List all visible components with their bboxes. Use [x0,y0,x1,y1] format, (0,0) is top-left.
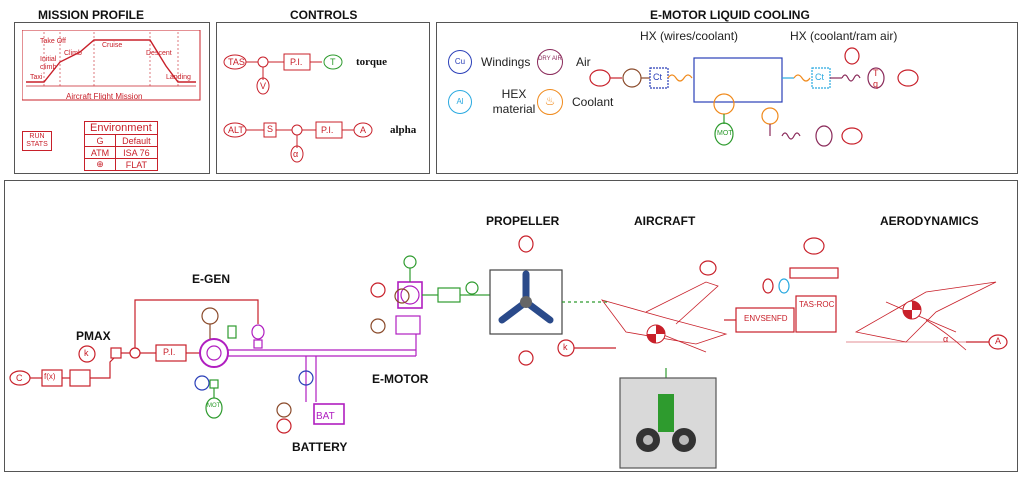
run-stats-label: RUN STATS [26,133,48,148]
ctrl-gain-s: S [267,124,274,134]
battery-title: BATTERY [292,440,348,454]
env-g: G [84,134,116,147]
main-k-2: k [563,342,568,352]
controls-title: CONTROLS [290,8,358,22]
phase-cruise: Cruise [102,42,123,49]
phase-takeoff: Take Off [40,38,66,45]
ctrl-t-out: T [330,57,336,67]
coolant-label: Coolant [572,95,614,109]
cooling-diagram [589,47,919,147]
cooling-ct-1: Ct [653,72,662,82]
coolant-icon: ♨ [537,89,563,115]
controls-panel [216,22,430,174]
ctrl-pi-2: P.I. [321,125,334,135]
env-default: Default [115,134,158,147]
hex-material-label: HEX material [492,87,536,116]
env-isa76: ISA 76 [115,146,158,159]
env-atm: ATM [84,146,116,159]
main-bat: BAT [316,411,335,422]
ctrl-alt: ALT [228,125,244,135]
envsenfd-label: ENVSENFD [744,314,788,323]
egen-title: E-GEN [192,272,231,286]
environment-header: Environment [84,121,158,135]
tasroc-label: TAS-ROC [799,300,835,309]
mission-profile-title: MISSION PROFILE [38,8,145,22]
run-stats-button[interactable]: RUN STATS [22,131,52,151]
mission-profile-chart [22,30,201,101]
ctrl-tas: TAS [228,57,245,67]
env-flat: FLAT [115,158,158,171]
ctrl-torque: torque [356,56,387,68]
hx2-label: HX (coolant/ram air) [790,29,898,43]
pmax-title: PMAX [76,329,111,343]
aircraft-title: AIRCRAFT [634,214,696,228]
windings-icon: Cu [448,50,472,74]
cooling-title: E-MOTOR LIQUID COOLING [650,8,810,22]
cooling-panel [436,22,1018,174]
phase-climb: Climb [64,50,82,57]
dry-air-icon: DRY AIR [537,49,563,75]
hex-material-icon: Al [448,90,472,114]
air-label: Air [576,55,591,69]
phase-landing: Landing [166,74,191,81]
cooling-q: q [873,79,879,89]
main-k-1: k [84,348,89,358]
ctrl-v-feedback: V [260,81,267,91]
hx1-label: HX (wires/coolant) [640,29,739,43]
cooling-mot: MOT [717,130,733,137]
controls-diagram [223,53,373,163]
main-fx: f(x) [44,372,56,381]
propeller-title: PROPELLER [486,214,560,228]
main-pi: P.I. [163,347,176,357]
cooling-ct-2: Ct [815,72,824,82]
phase-initial-climb: Initial climb [40,56,57,71]
main-c-input: C [16,373,23,383]
ctrl-pi-1: P.I. [290,57,303,67]
phase-taxi: Taxi [30,74,43,81]
ctrl-a-out: A [360,125,367,135]
globe-icon: ⊕ [84,158,116,171]
ctrl-alpha: alpha [390,124,417,136]
main-alpha: α [943,334,949,344]
main-mot: MOT [207,403,221,409]
cooling-t: T [873,68,879,78]
windings-label: Windings [481,55,531,69]
mission-caption: Aircraft Flight Mission [66,92,143,101]
emotor-title: E-MOTOR [372,372,429,386]
ctrl-alpha-feedback: α [293,149,299,159]
propeller-icon [498,270,554,324]
main-a-input: A [995,336,1002,346]
phase-descent: Descent [146,50,172,57]
aerodynamics-title: AERODYNAMICS [880,214,979,228]
main-diagram [9,235,1008,469]
